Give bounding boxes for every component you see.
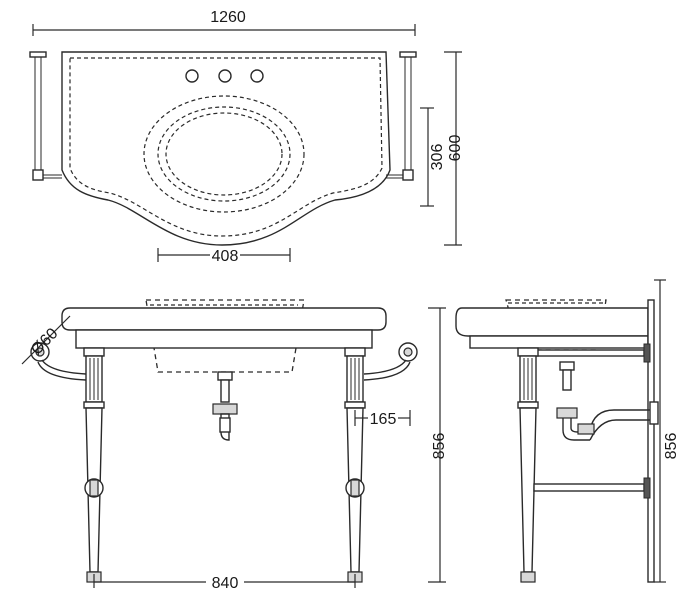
basin-rim-hidden bbox=[157, 106, 291, 202]
dimension-label-basin-width: 408 bbox=[212, 248, 239, 265]
plan-view: 1260 bbox=[29, 9, 464, 265]
side-view: 856 bbox=[455, 279, 680, 583]
dimension-leg-offset: 165 bbox=[354, 410, 411, 428]
dimension-label-leg-offset: 165 bbox=[370, 411, 397, 428]
side-countertop bbox=[455, 307, 649, 337]
tap-hole-center bbox=[218, 69, 232, 83]
dimension-overall-depth: 600 bbox=[444, 51, 464, 246]
tap-hole-left bbox=[185, 69, 199, 83]
dimension-basin-depth: 306 bbox=[420, 107, 446, 207]
towel-rail-right-plan bbox=[386, 51, 417, 181]
basin-outer-hidden bbox=[143, 95, 305, 213]
side-apron bbox=[469, 335, 649, 349]
front-trap bbox=[212, 371, 238, 441]
dimension-overall-width: 1260 bbox=[32, 9, 416, 36]
side-wall-plate bbox=[647, 299, 655, 583]
towel-rail-left-plan bbox=[29, 51, 62, 181]
dimension-basin-width: 408 bbox=[157, 248, 291, 265]
dimension-front-height: 856 bbox=[428, 307, 448, 583]
front-leg-right bbox=[344, 347, 366, 583]
tap-hole-right bbox=[250, 69, 264, 83]
dimension-label-overall-depth: 600 bbox=[447, 135, 464, 162]
front-view: Ø60 165 840 856 bbox=[21, 299, 448, 592]
dimension-label-front-height: 856 bbox=[431, 433, 448, 460]
basin-inner-hidden bbox=[165, 112, 283, 196]
front-leg-left bbox=[83, 347, 105, 583]
dimension-label-overall-width: 1260 bbox=[210, 9, 246, 26]
dimension-leg-spacing: 840 bbox=[93, 574, 356, 592]
side-trap bbox=[556, 361, 659, 441]
dimension-label-side-height: 856 bbox=[663, 433, 680, 460]
countertop-outline bbox=[61, 51, 391, 246]
countertop-inner-dashed bbox=[69, 57, 383, 237]
front-towel-rail-left bbox=[30, 342, 87, 381]
front-apron bbox=[75, 329, 373, 349]
front-countertop bbox=[61, 307, 387, 331]
dimension-label-basin-depth: 306 bbox=[429, 144, 446, 171]
dimension-label-leg-spacing: 840 bbox=[212, 575, 239, 592]
dimension-side-height: 856 bbox=[654, 279, 680, 583]
side-leg bbox=[517, 347, 539, 583]
front-towel-rail-right bbox=[363, 342, 418, 381]
side-lower-rail bbox=[533, 477, 651, 499]
